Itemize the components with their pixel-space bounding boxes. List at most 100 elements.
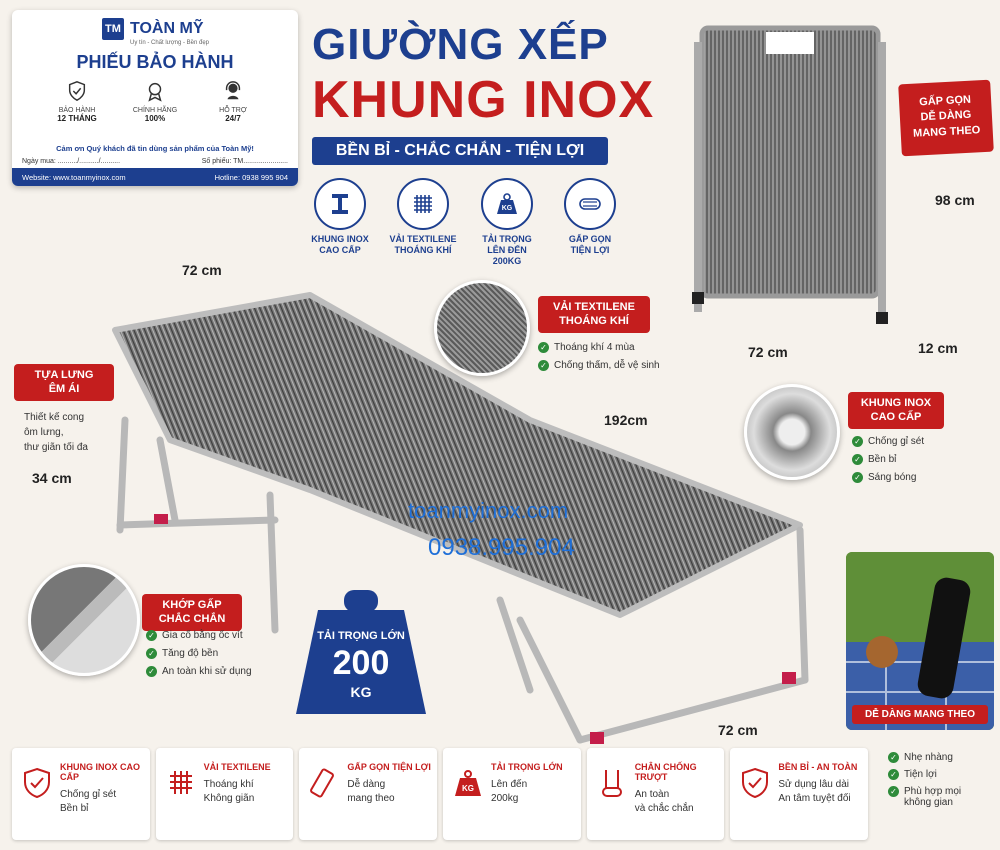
- badge-value: 24/7: [225, 114, 241, 123]
- svg-text:KG: KG: [462, 784, 474, 793]
- foot-icon: [601, 770, 622, 797]
- strip-heading: VẢI TEXTILENE: [203, 762, 271, 772]
- check-icon: ✓: [888, 769, 899, 780]
- strip-heading: KHUNG INOX CAO CẤP: [60, 762, 141, 782]
- strip-text: Sử dụng lâu dài: [778, 779, 849, 790]
- right-bullets: ✓Nhẹ nhàng ✓Tiện lợi ✓Phù hợp mọi không …: [888, 752, 974, 814]
- subtitle-bar: BỀN BỈ - CHẮC CHẮN - TIỆN LỢI: [312, 137, 608, 165]
- shield-icon: [742, 767, 769, 799]
- check-icon: ✓: [852, 436, 863, 447]
- text-line: ôm lưng,: [24, 427, 64, 438]
- brand-name: TOÀN MỸ: [130, 20, 204, 37]
- check-icon: ✓: [146, 666, 157, 677]
- fabric-bullets: ✓Thoáng khí 4 mùa ✓Chống thấm, dễ vệ sin…: [538, 342, 660, 378]
- website-text: Website: www.toanmyinox.com: [22, 172, 126, 182]
- strip-heading: CHÂN CHỐNG TRƯỢT: [634, 762, 697, 782]
- bullet-text: An toàn khi sử dụng: [162, 666, 252, 677]
- folding-bed-image: [112, 292, 809, 744]
- brand-logo: TM TOÀN MỸ: [102, 18, 203, 40]
- title-line-2: KHUNG INOX: [312, 71, 655, 129]
- tag-line: VẢI TEXTILENE: [553, 301, 635, 313]
- check-icon: ✓: [538, 342, 549, 353]
- badge-label: HỖ TRỢ: [219, 107, 247, 114]
- tag-line: DỄ DÀNG: [920, 109, 972, 124]
- carry-bag-label: DỄ DÀNG MANG THEO: [852, 705, 988, 724]
- shield-check-icon: [68, 81, 86, 101]
- strip-heading: BỀN BỈ - AN TOÀN: [778, 762, 858, 772]
- weight-label: TẢI TRỌNG LỚN: [317, 630, 405, 642]
- badge-value: 12 THÁNG: [57, 114, 97, 123]
- bed-height-dim: 34 cm: [32, 470, 72, 486]
- tag-line: TỰA LƯNG: [34, 369, 94, 381]
- feature-label: GẤP GỌN: [568, 234, 612, 244]
- mesh-icon: [414, 195, 432, 213]
- strip-text: Thoáng khí: [203, 779, 254, 790]
- strip-text: Dễ dàng: [347, 779, 386, 790]
- joint-tag: KHỚP GẤP CHẮC CHẮN: [142, 594, 242, 631]
- folded-height-dim: 98 cm: [935, 192, 975, 208]
- hotline-text: Hotline: 0938 995 904: [214, 172, 288, 182]
- tag-line: MANG THEO: [912, 124, 981, 140]
- check-icon: ✓: [538, 360, 549, 371]
- strip-text: An toàn: [634, 789, 670, 800]
- bullet-text: Sáng bóng: [868, 472, 917, 483]
- strip-text: Chống gỉ sét: [60, 789, 117, 800]
- feature-label: THOÁNG KHÍ: [394, 244, 452, 255]
- bed-length-dim: 192cm: [604, 412, 648, 428]
- fabric-tag: VẢI TEXTILENE THOÁNG KHÍ: [538, 296, 650, 333]
- watermark-phone: 0938.995.904: [428, 534, 575, 561]
- tag-line: ÊM ÁI: [48, 383, 80, 396]
- joint-bullets: ✓Gia cố bằng ốc vít ✓Tăng độ bền ✓An toà…: [146, 630, 252, 684]
- text-line: Thiết kế cong: [24, 412, 85, 423]
- i-beam-icon: [332, 194, 348, 214]
- shield-icon: [24, 767, 50, 799]
- fold-icon: [310, 768, 335, 798]
- check-icon: ✓: [852, 472, 863, 483]
- badge-label: BẢO HÀNH: [58, 107, 96, 114]
- folded-depth-dim: 12 cm: [918, 340, 958, 356]
- brand-tagline: Uy tín - Chất lượng - Bền đẹp: [130, 40, 209, 46]
- weight-icon: [296, 590, 426, 714]
- weight-unit: KG: [350, 684, 372, 700]
- check-icon: ✓: [146, 630, 157, 641]
- tag-line: THOÁNG KHÍ: [559, 315, 629, 328]
- strip-text: Bền bỉ: [60, 803, 89, 814]
- support-badge: HỖ TRỢ 24/7: [198, 80, 268, 123]
- strip-heading: TẢI TRỌNG LỚN: [491, 762, 563, 772]
- folded-bed-image: [692, 25, 888, 324]
- check-icon: ✓: [888, 752, 899, 763]
- feature-label: VẢI TEXTILENE: [389, 234, 457, 244]
- bed-width-top-dim: 72 cm: [182, 262, 222, 278]
- feature-label: TIỆN LỢI: [570, 244, 610, 255]
- tag-line: CHẮC CHẮN: [158, 613, 226, 626]
- backrest-text: Thiết kế cong ôm lưng, thư giãn tối đa: [24, 410, 88, 455]
- bullet-text: Nhẹ nhàng: [904, 752, 953, 763]
- bullet-text: Phù hợp mọi không gian: [904, 786, 962, 808]
- strip-text: Không giãn: [203, 793, 255, 804]
- warranty-badge: BẢO HÀNH 12 THÁNG: [42, 80, 112, 123]
- foldable-tag: GẤP GỌN DỄ DÀNG MANG THEO: [898, 79, 994, 157]
- watermark-website: toanmyinox.com: [408, 498, 569, 523]
- strip-text: 200kg: [491, 793, 519, 804]
- bullet-text: Chống thấm, dễ vệ sinh: [554, 360, 660, 371]
- badge-value: 100%: [144, 114, 166, 123]
- check-icon: ✓: [146, 648, 157, 659]
- text-line: thư giãn tối đa: [24, 442, 88, 453]
- bullet-text: Tăng độ bền: [162, 648, 219, 659]
- mesh-icon: [169, 771, 192, 794]
- feature-label: CAO CẤP: [319, 244, 361, 255]
- title-line-1: GIƯỜNG XẾP: [312, 20, 609, 69]
- carry-bag-image: [846, 552, 994, 730]
- bullet-text: Chống gỉ sét: [868, 436, 925, 447]
- strip-text: Lên đến: [491, 779, 528, 790]
- folded-icon: [579, 198, 601, 210]
- badge-label: CHÍNH HÃNG: [132, 107, 178, 114]
- weight-value: 200: [332, 644, 390, 682]
- feature-label: KHUNG INOX: [311, 234, 369, 244]
